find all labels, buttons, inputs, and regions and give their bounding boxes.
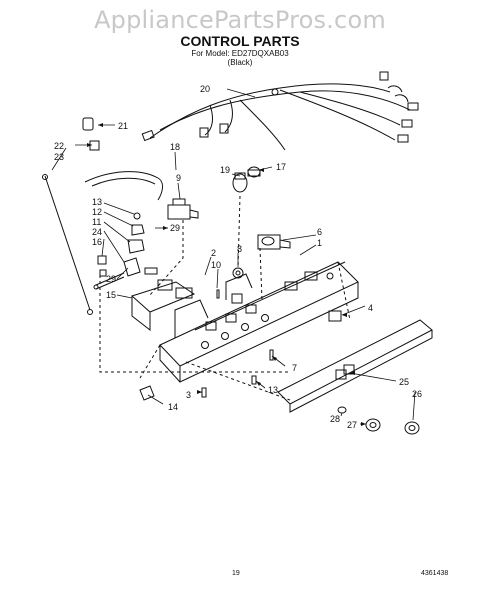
callout-25: 25 bbox=[399, 377, 409, 387]
part-26-knob bbox=[404, 421, 420, 435]
callout-10: 10 bbox=[211, 260, 221, 270]
callout-20: 20 bbox=[200, 84, 210, 94]
callout-13-top: 13 bbox=[92, 197, 102, 207]
document-code: 4361438 bbox=[421, 570, 449, 577]
callout-22: 22 bbox=[54, 141, 64, 151]
part-18-tube bbox=[84, 171, 163, 201]
part-23-rod bbox=[44, 175, 91, 311]
callout-29-top: 29 bbox=[170, 223, 180, 233]
part-1-control-housing bbox=[159, 261, 359, 383]
diagram-subtitle: For Model: ED27DQXAB03 (Black) bbox=[0, 49, 480, 67]
leader-lines bbox=[51, 88, 416, 425]
callout-11: 11 bbox=[92, 217, 101, 227]
callout-26: 26 bbox=[412, 389, 422, 399]
part-27-knob bbox=[365, 418, 381, 432]
part-13-screw bbox=[251, 375, 257, 385]
part-4-switch bbox=[328, 310, 342, 322]
callout-6: 6 bbox=[317, 227, 322, 237]
wire-harness bbox=[141, 71, 419, 151]
leader-arrows bbox=[87, 123, 366, 426]
callout-28: 28 bbox=[330, 414, 340, 424]
part-21-clip bbox=[82, 117, 94, 131]
callout-18: 18 bbox=[170, 142, 180, 152]
cam-assembly bbox=[93, 212, 158, 290]
part-7-screw bbox=[269, 349, 274, 361]
callout-3: 3 bbox=[186, 390, 191, 400]
callout-19: 19 bbox=[220, 165, 230, 175]
callout-labels: 20 21 22 23 18 9 19 17 13 12 11 24 16 29… bbox=[54, 84, 422, 430]
callout-16: 16 bbox=[92, 237, 102, 247]
callout-13-bottom: 13 bbox=[268, 385, 278, 395]
callout-1: 1 bbox=[317, 238, 322, 248]
part-25-panel bbox=[277, 319, 433, 413]
callout-17: 17 bbox=[276, 162, 286, 172]
part-28-washer bbox=[337, 406, 347, 414]
callout-27: 27 bbox=[347, 420, 357, 430]
part-17-socket bbox=[247, 166, 261, 178]
callout-8: 8 bbox=[237, 244, 242, 254]
callout-9: 9 bbox=[176, 173, 181, 183]
callout-29-lower: 29 bbox=[106, 274, 116, 284]
page-number: 19 bbox=[232, 570, 240, 577]
part-8-grommet bbox=[232, 267, 244, 279]
diagram-title: CONTROL PARTS bbox=[180, 33, 300, 49]
part-3-screw bbox=[201, 387, 207, 398]
part-15-bracket bbox=[131, 281, 196, 332]
part-6-control bbox=[257, 234, 291, 250]
color-label: (Black) bbox=[227, 58, 253, 67]
watermark: AppliancePartsPros.com bbox=[94, 6, 386, 34]
callout-15: 15 bbox=[106, 290, 116, 300]
part-9-thermostat bbox=[167, 198, 199, 220]
callout-7: 7 bbox=[292, 363, 297, 373]
callout-23: 23 bbox=[54, 152, 64, 162]
reference-lines bbox=[99, 195, 351, 401]
callout-12: 12 bbox=[92, 207, 102, 217]
callout-24: 24 bbox=[92, 227, 102, 237]
part-10-screw bbox=[216, 289, 220, 299]
part-14-clip bbox=[139, 385, 155, 401]
part-19-lamp bbox=[232, 172, 248, 193]
callout-14: 14 bbox=[168, 402, 178, 412]
callout-4: 4 bbox=[368, 303, 373, 313]
callout-21: 21 bbox=[118, 121, 128, 131]
callout-2: 2 bbox=[211, 248, 216, 258]
part-22-bracket bbox=[89, 140, 100, 151]
model-label: For Model: ED27DQXAB03 bbox=[191, 49, 289, 58]
